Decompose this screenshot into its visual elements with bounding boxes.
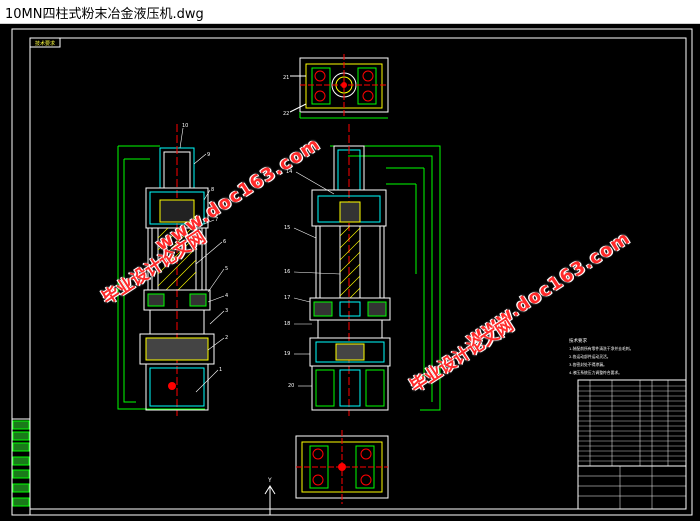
left-elevation-view bbox=[117, 124, 225, 416]
callout-6: 6 bbox=[223, 239, 226, 245]
top-plan-view bbox=[289, 54, 389, 119]
frame-tag-box bbox=[29, 37, 61, 48]
callout-21: 21 bbox=[283, 75, 289, 81]
ucs-icon bbox=[264, 485, 276, 515]
bottom-plan-view bbox=[295, 430, 389, 504]
technical-notes: 技术要求 1.装配前所有零件清洗干净并去毛刺。 2.各运动部件运动灵活。 3.各… bbox=[569, 337, 633, 375]
inner-frame bbox=[29, 37, 687, 510]
callout-20: 20 bbox=[288, 383, 294, 389]
parts-list-rows bbox=[578, 385, 686, 462]
callout-19: 19 bbox=[284, 351, 290, 357]
notes-heading: 技术要求 bbox=[569, 337, 587, 344]
window-title: 10MN四柱式粉末冶金液压机.dwg bbox=[5, 7, 204, 22]
callout-3: 3 bbox=[225, 308, 228, 314]
frame-tag: 技术要求 bbox=[35, 40, 55, 47]
callout-10: 10 bbox=[182, 123, 188, 129]
callout-7: 7 bbox=[215, 217, 218, 223]
callout-8: 8 bbox=[211, 187, 214, 193]
right-section-view bbox=[293, 124, 441, 416]
ucs-y-label: Y bbox=[267, 477, 272, 484]
window-title-bar: 10MN四柱式粉末冶金液压机.dwg bbox=[0, 0, 700, 24]
callout-9: 9 bbox=[207, 152, 210, 158]
note-4: 4.液压系统压力调整符合要求。 bbox=[569, 370, 622, 375]
left-stamp-block bbox=[11, 418, 31, 516]
callout-17: 17 bbox=[284, 295, 290, 301]
callout-15: 15 bbox=[284, 225, 290, 231]
callout-4: 4 bbox=[225, 293, 228, 299]
note-1: 1.装配前所有零件清洗干净并去毛刺。 bbox=[569, 346, 633, 351]
callout-5: 5 bbox=[225, 266, 228, 272]
parts-list-table bbox=[577, 379, 687, 467]
callout-2: 2 bbox=[225, 335, 228, 341]
outer-frame bbox=[11, 28, 693, 516]
callout-14: 14 bbox=[286, 169, 292, 175]
drawing-sheet: 技术要求 bbox=[11, 28, 693, 516]
title-block bbox=[577, 465, 687, 510]
note-2: 2.各运动部件运动灵活。 bbox=[569, 354, 611, 359]
callout-18: 18 bbox=[284, 321, 290, 327]
cad-drawing-canvas[interactable]: 技术要求 bbox=[0, 24, 700, 521]
callout-22: 22 bbox=[283, 111, 289, 117]
callout-1: 1 bbox=[219, 367, 222, 373]
callout-16: 16 bbox=[284, 269, 290, 275]
note-3: 3.各密封处不得渗漏。 bbox=[569, 362, 607, 367]
